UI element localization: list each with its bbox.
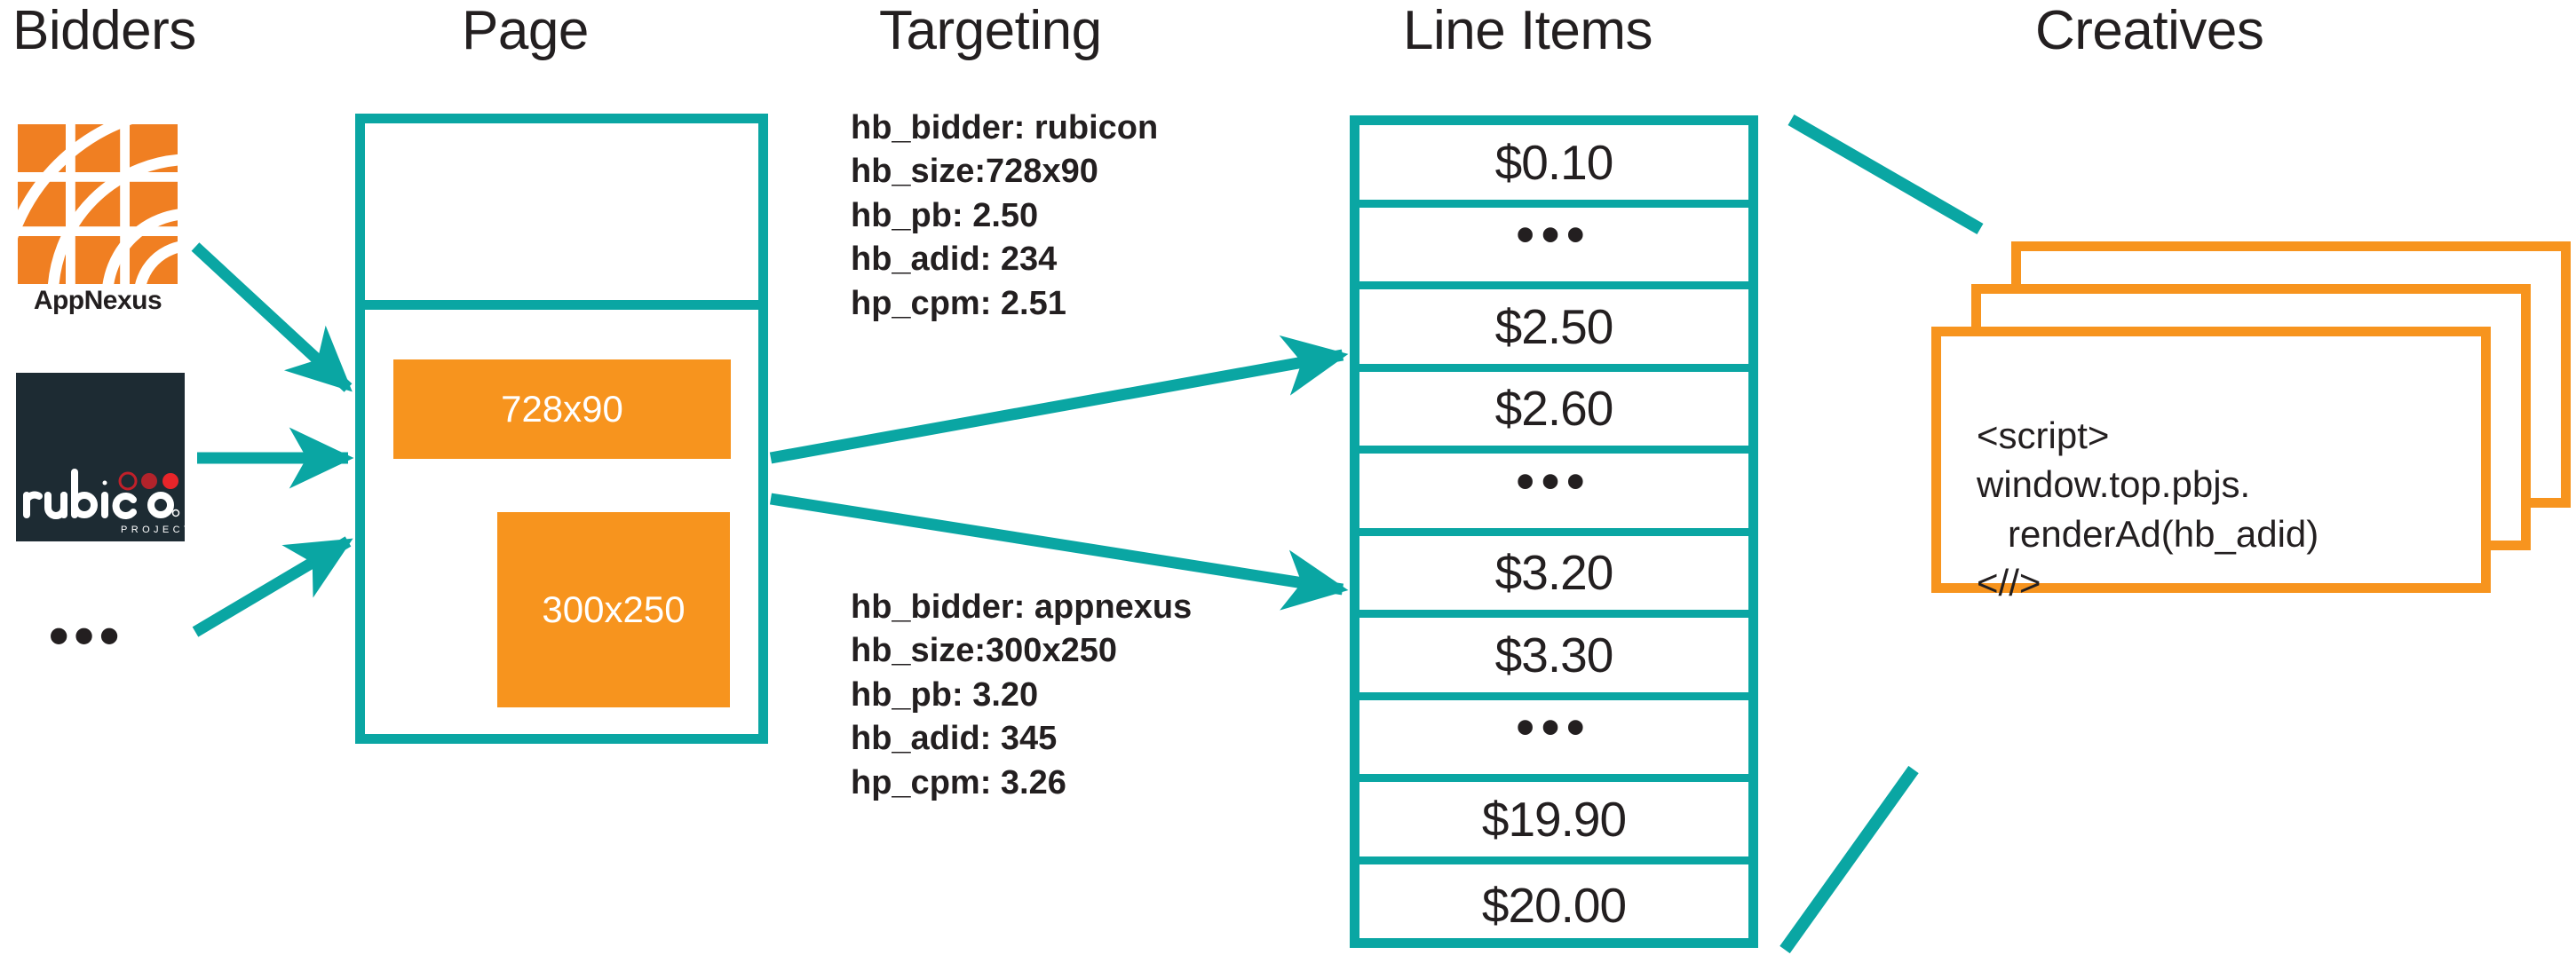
appnexus-label: AppNexus <box>33 286 162 315</box>
targeting-line: hb_size:728x90 <box>851 153 1098 191</box>
line-item-row[interactable]: $19.90 <box>1359 782 1748 864</box>
connector-line-items-to-creatives-bottom <box>1779 765 1919 954</box>
targeting-line: hb_size:300x250 <box>851 632 1117 670</box>
targeting-line: hb_adid: 234 <box>851 241 1058 279</box>
line-item-value: $0.10 <box>1494 134 1614 190</box>
line-item-value: $20.00 <box>1481 877 1627 933</box>
line-item-value: $3.30 <box>1494 627 1614 683</box>
line-item-row: ••• <box>1359 206 1748 289</box>
targeting-key-values-appnexus: hb_bidder: appnexus hb_size:300x250 hb_p… <box>851 586 1192 805</box>
line-item-value: $2.50 <box>1494 298 1614 354</box>
line-item-row[interactable]: $0.10 <box>1359 125 1748 208</box>
line-item-row[interactable]: $2.60 <box>1359 372 1748 454</box>
targeting-line: hb_bidder: appnexus <box>851 588 1193 626</box>
line-item-ellipsis: ••• <box>1516 699 1592 757</box>
targeting-line: hb_pb: 2.50 <box>851 196 1039 234</box>
column-title-line-items: Line Items <box>1403 0 1653 61</box>
line-item-row[interactable]: $3.30 <box>1359 618 1748 700</box>
line-item-value: $3.20 <box>1494 545 1614 601</box>
column-title-page: Page <box>462 0 589 61</box>
line-item-ellipsis: ••• <box>1516 452 1592 510</box>
line-item-value: $2.60 <box>1494 381 1614 437</box>
appnexus-logo-icon <box>18 124 178 284</box>
page-section-divider <box>355 300 768 310</box>
line-item-row[interactable]: $20.00 <box>1359 864 1748 947</box>
column-title-creatives: Creatives <box>2035 0 2264 61</box>
targeting-line: hb_pb: 3.20 <box>851 675 1039 714</box>
line-item-row[interactable]: $2.50 <box>1359 289 1748 372</box>
bidders-more-indicator: ••• <box>49 604 125 667</box>
targeting-line: hp_cpm: 2.51 <box>851 284 1066 322</box>
ad-slot-728x90[interactable]: 728x90 <box>393 359 731 459</box>
column-title-targeting: Targeting <box>879 0 1102 61</box>
line-item-value: $19.90 <box>1481 791 1627 847</box>
creative-card-front[interactable] <box>1931 327 2491 593</box>
connector-line-items-to-creatives-top <box>1787 114 1984 235</box>
svg-text:PROJECT: PROJECT <box>121 525 185 535</box>
arrow-page-to-line-item-320 <box>769 493 1349 611</box>
line-item-ellipsis: ••• <box>1516 206 1592 264</box>
targeting-line: hb_bidder: rubicon <box>851 109 1159 146</box>
line-item-row[interactable]: $3.20 <box>1359 536 1748 618</box>
arrow-other-bidders-to-page <box>192 536 353 637</box>
ad-slot-300x250[interactable]: 300x250 <box>497 512 730 707</box>
targeting-line: hb_adid: 345 <box>851 720 1058 758</box>
arrow-appnexus-to-page <box>191 242 353 392</box>
arrow-page-to-line-item-250 <box>769 335 1349 464</box>
targeting-key-values-rubicon: hb_bidder: rubicon hb_size:728x90 hb_pb:… <box>851 107 1158 326</box>
line-item-row: ••• <box>1359 454 1748 536</box>
targeting-line: hp_cpm: 3.26 <box>851 763 1066 801</box>
line-item-row: ••• <box>1359 699 1748 782</box>
line-items-list: $0.10 ••• $2.50 $2.60 ••• $3.20 $3.30 ••… <box>1350 115 1758 948</box>
rubicon-project-logo-icon: PROJECT <box>16 373 190 541</box>
creative-snippet-code: <script> window.top.pbjs. renderAd(hb_ad… <box>1977 414 2319 604</box>
column-title-bidders: Bidders <box>12 0 196 61</box>
